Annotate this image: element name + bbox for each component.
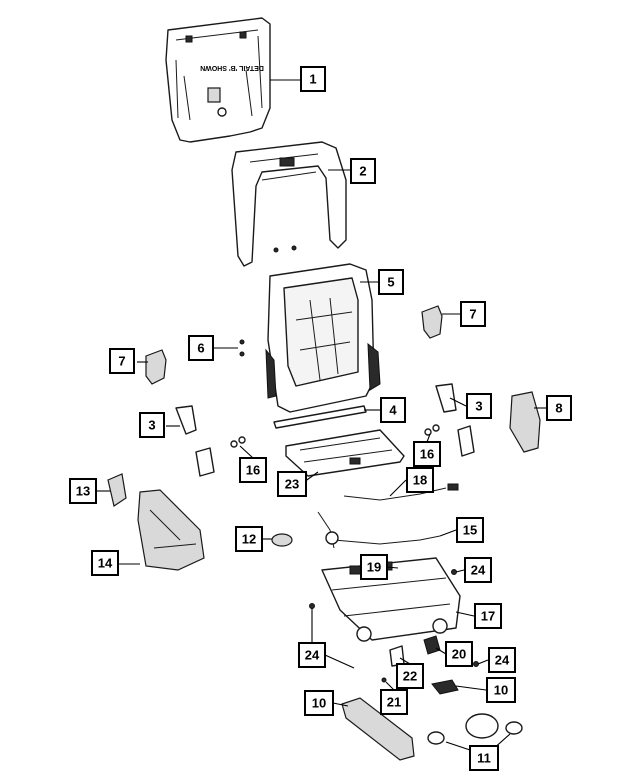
- callout-label: 16: [420, 447, 434, 462]
- part-harness-15: [317, 511, 441, 549]
- part-side-trim-13: [107, 473, 127, 507]
- callout-label: 7: [118, 354, 125, 369]
- callout-label: 20: [452, 647, 466, 662]
- callout-label: 24: [305, 648, 320, 663]
- callout-label: 6: [197, 341, 204, 356]
- callout-label: 11: [477, 751, 491, 766]
- callout-label: 16: [246, 463, 260, 478]
- callout-label: 1: [309, 72, 316, 87]
- callout-4: 4: [380, 397, 406, 423]
- callouts: 1 2 5 7 6 7 4 3 3 8 16 16 23 18 13 12 15…: [69, 66, 572, 771]
- part-seat-adjuster: [321, 557, 461, 642]
- callout-label: 17: [481, 609, 495, 624]
- embossed-text: DETAIL 'B' SHOWN: [200, 64, 264, 71]
- part-bracket-left: [175, 405, 215, 477]
- callout-5: 5: [378, 269, 404, 295]
- part-motor-20: [423, 635, 441, 655]
- callout-11: 11: [469, 745, 499, 771]
- callout-label: 2: [359, 164, 366, 179]
- callout-label: 22: [403, 669, 417, 684]
- part-screw-21: [381, 677, 387, 683]
- part-knob: [271, 533, 293, 547]
- callout-label: 14: [98, 556, 113, 571]
- callout-3-left: 3: [139, 412, 165, 438]
- part-bracket-right: [435, 383, 475, 457]
- part-seat-back-frame: [265, 263, 381, 413]
- part-caps-11: [427, 713, 523, 745]
- callout-label: 10: [312, 696, 326, 711]
- callout-24-a: 24: [464, 557, 492, 583]
- part-side-cover: [509, 391, 541, 453]
- callout-16-left: 16: [239, 457, 267, 483]
- callout-label: 18: [413, 473, 427, 488]
- callout-label: 12: [242, 532, 256, 547]
- part-side-shield-14: [137, 489, 205, 571]
- callout-7-left: 7: [109, 348, 135, 374]
- callout-13: 13: [69, 478, 97, 504]
- callout-22: 22: [396, 663, 424, 689]
- callout-7-right: 7: [460, 301, 486, 327]
- callout-16-right: 16: [413, 441, 441, 467]
- part-trim-cap-right: [421, 305, 443, 339]
- callout-19: 19: [360, 554, 388, 580]
- part-wire-harness: [343, 483, 459, 501]
- callout-label: 3: [148, 418, 155, 433]
- callout-label: 19: [367, 560, 381, 575]
- callout-label: 24: [471, 563, 486, 578]
- callout-1: 1: [300, 66, 326, 92]
- callout-6: 6: [188, 335, 214, 361]
- callout-label: 5: [387, 275, 394, 290]
- callout-label: 7: [469, 307, 476, 322]
- callout-label: 23: [285, 477, 299, 492]
- leader-lines: [96, 79, 546, 751]
- callout-label: 10: [494, 683, 508, 698]
- callout-24-c: 24: [488, 647, 516, 673]
- part-track-cover-left: [341, 697, 415, 761]
- callout-24-b: 24: [298, 642, 326, 668]
- callout-10-left: 10: [304, 690, 334, 716]
- part-seat-back-panel: DETAIL 'B' SHOWN: [165, 17, 271, 143]
- callout-label: 15: [463, 523, 477, 538]
- callout-14: 14: [91, 550, 119, 576]
- callout-23: 23: [277, 471, 307, 497]
- callout-20: 20: [445, 641, 473, 667]
- callout-label: 13: [76, 484, 90, 499]
- callout-label: 8: [555, 401, 562, 416]
- part-fasteners-6: [239, 339, 245, 357]
- callout-21: 21: [380, 689, 408, 715]
- callout-8: 8: [546, 395, 572, 421]
- callout-3-right: 3: [466, 393, 492, 419]
- callout-17: 17: [474, 603, 502, 629]
- part-clips-16: [230, 424, 440, 448]
- part-track-cover-right: [431, 679, 459, 695]
- part-seat-pan: [285, 429, 405, 477]
- callout-label: 4: [389, 403, 397, 418]
- callout-10-right: 10: [486, 677, 516, 703]
- part-trim-cap-left: [145, 349, 167, 385]
- callout-12: 12: [235, 526, 263, 552]
- callout-label: 21: [387, 695, 401, 710]
- callout-15: 15: [456, 517, 484, 543]
- callout-18: 18: [406, 467, 434, 493]
- part-cross-rod: [273, 405, 367, 429]
- callout-2: 2: [350, 158, 376, 184]
- callout-label: 3: [475, 399, 482, 414]
- part-upper-back-frame: [231, 141, 347, 267]
- callout-label: 24: [495, 653, 510, 668]
